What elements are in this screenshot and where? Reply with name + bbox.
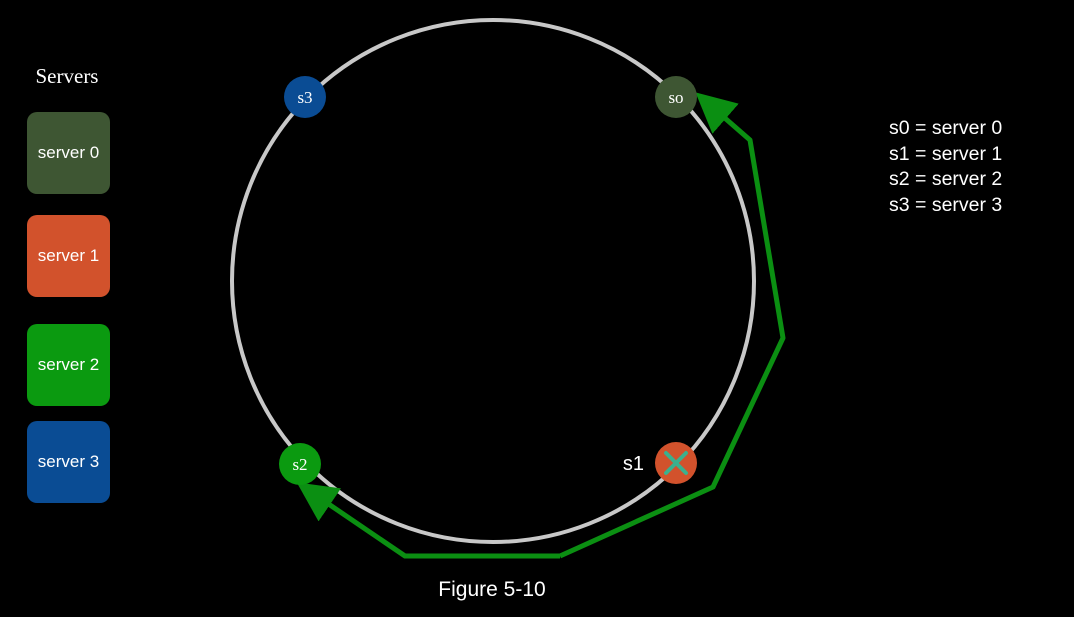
node-s0-label: so: [668, 88, 683, 107]
server-2-box: server 2: [27, 324, 110, 406]
node-s0-circle: [655, 76, 697, 118]
node-s1: s1: [623, 442, 697, 484]
figure-caption: Figure 5-10: [438, 578, 546, 601]
node-s2-circle: [279, 443, 321, 485]
server-1-label: server 1: [37, 246, 100, 265]
legend-line-s2: s2 = server 2: [889, 168, 1003, 190]
servers-panel-title: Servers: [35, 64, 99, 88]
arrow-to-s2: [296, 482, 560, 559]
node-s1-label: s1: [623, 453, 644, 475]
node-s3-circle: [284, 76, 326, 118]
hash-ring: [230, 18, 756, 544]
node-s2: s2: [279, 443, 321, 485]
legend-line-s3: s3 = server 3: [889, 193, 1003, 216]
server-3-label: server 3: [37, 452, 100, 471]
node-s2-label: s2: [292, 455, 307, 474]
legend-line-s0: s0 = server 0: [889, 117, 1003, 139]
server-3-box: server 3: [27, 421, 110, 503]
node-s0: so: [655, 76, 697, 118]
server-2-label: server 2: [37, 355, 100, 374]
node-s3-label: s3: [297, 88, 312, 107]
removed-x-icon: [664, 451, 688, 475]
legend-line-s1: s1 = server 1: [889, 142, 1003, 165]
server-0-label: server 0: [37, 143, 100, 162]
node-s3: s3: [284, 76, 326, 118]
arrow-to-s0: [558, 92, 786, 559]
legend: s0 = server 0 s1 = server 1 s2 = server …: [889, 116, 1002, 218]
server-0-box: server 0: [27, 112, 110, 194]
server-1-box: server 1: [27, 215, 110, 297]
